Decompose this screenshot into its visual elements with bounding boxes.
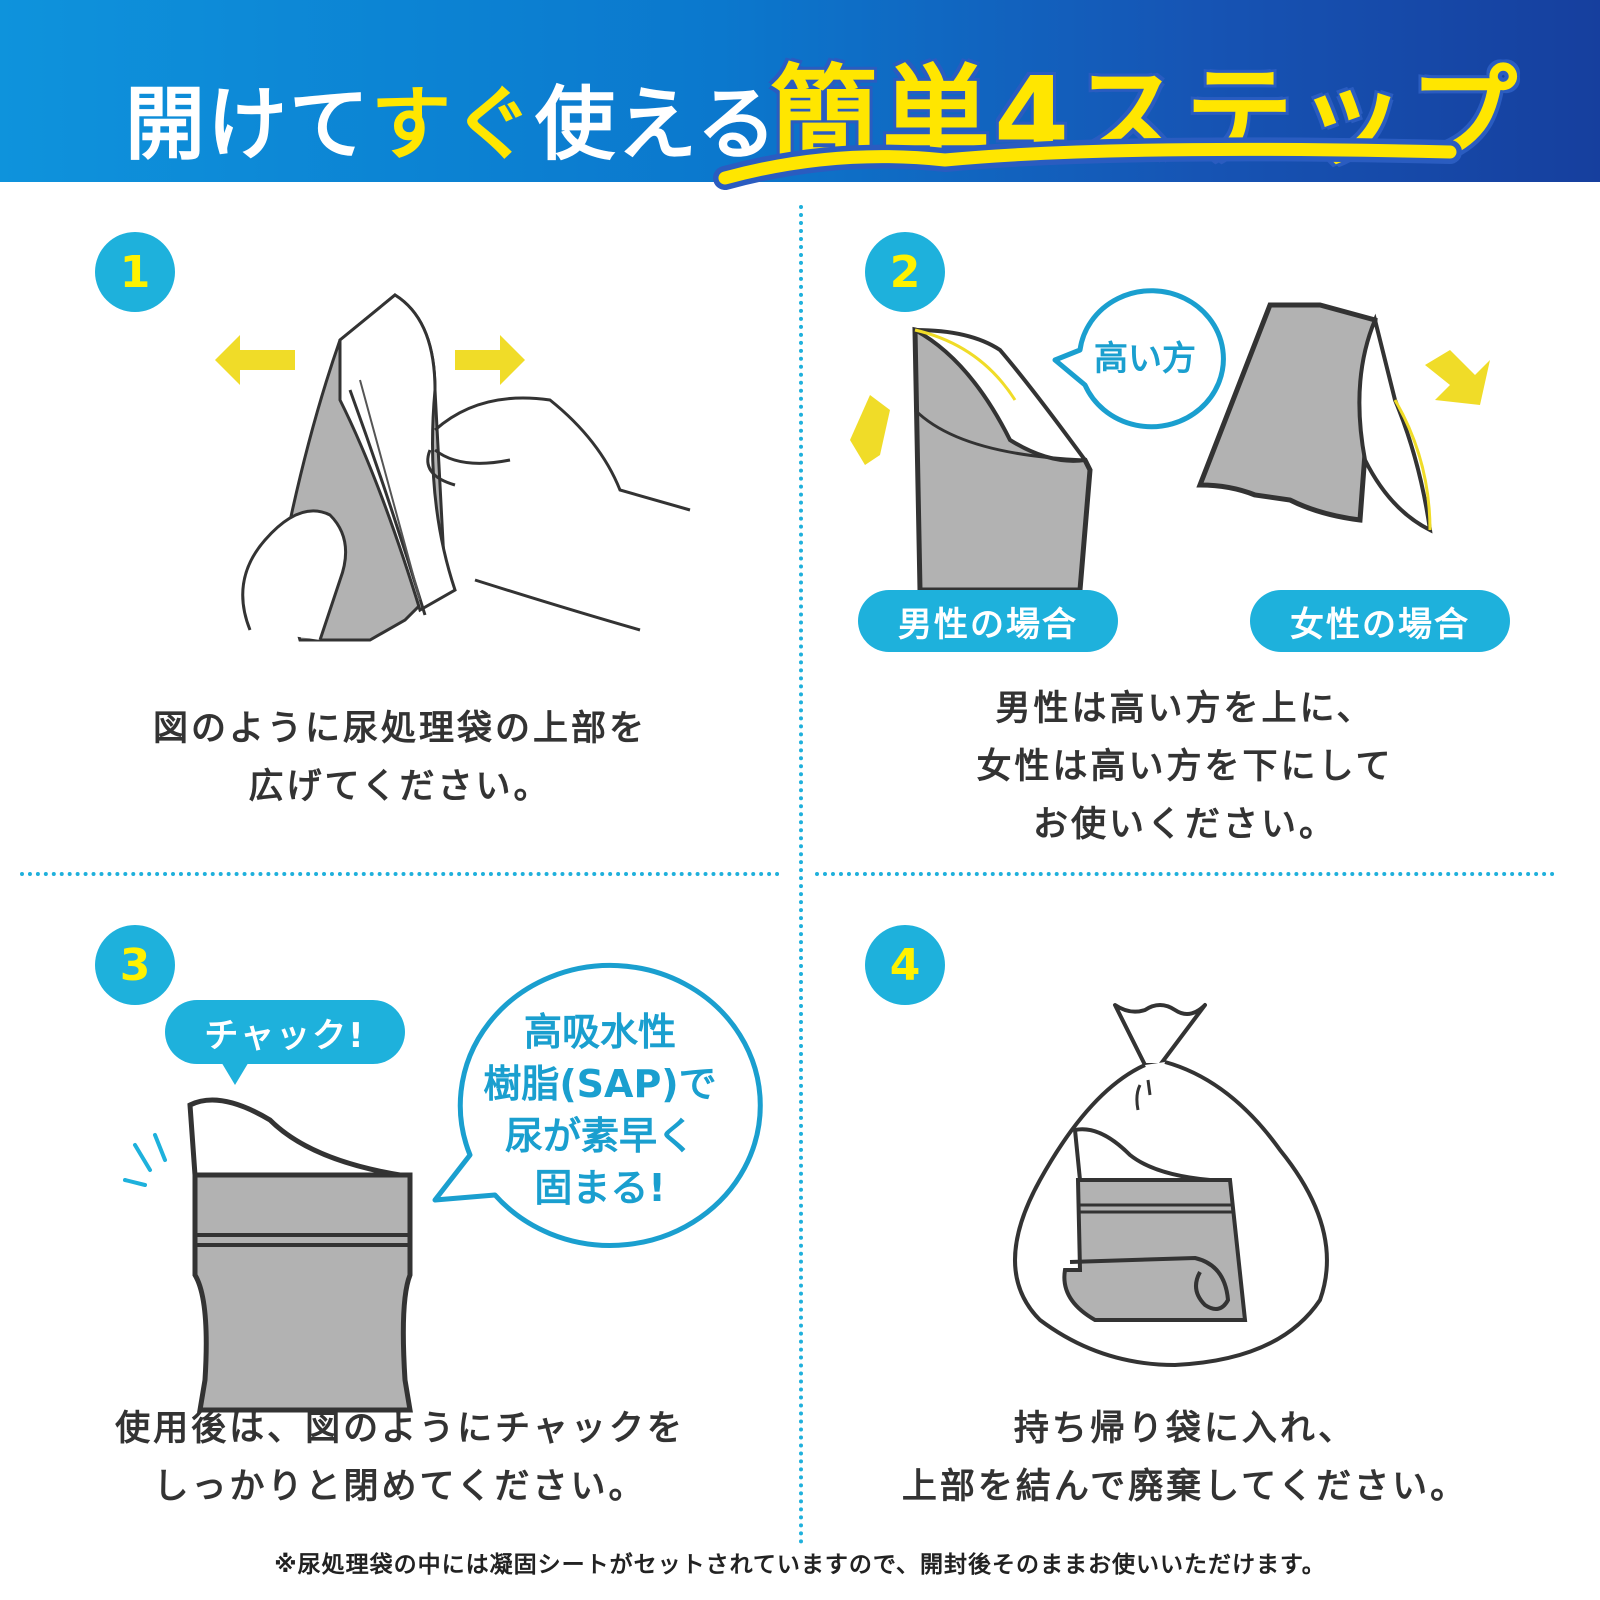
label-female: 女性の場合	[1250, 590, 1510, 652]
caption-line: 使用後は、図のようにチャックを	[115, 1409, 685, 1449]
caption-line: お使いください。	[1032, 805, 1337, 845]
caption-line: 持ち帰り袋に入れ、	[1013, 1409, 1357, 1449]
label-male: 男性の場合	[858, 590, 1118, 652]
step-4-caption: 持ち帰り袋に入れ、 上部を結んで廃棄してください。	[820, 1400, 1550, 1516]
caption-line: しっかりと閉めてください。	[153, 1467, 647, 1507]
step-3-number: 3	[95, 925, 175, 1005]
vertical-divider	[799, 205, 803, 1545]
step-2-caption: 男性は高い方を上に、 女性は高い方を下にして お使いください。	[820, 680, 1550, 854]
bubble-line: 樹脂(SAP)で	[483, 1062, 716, 1106]
horizontal-divider-right	[815, 872, 1555, 876]
step-2-number: 2	[865, 232, 945, 312]
step-1-number: 1	[95, 232, 175, 312]
zipper-speech-pill: チャック!	[165, 1000, 405, 1064]
step-3-caption: 使用後は、図のようにチャックを しっかりと閉めてください。	[40, 1400, 760, 1516]
footnote: ※尿処理袋の中には凝固シートがセットされていますので、開封後そのままお使いいただ…	[274, 1552, 1326, 1578]
bubble-line: 尿が素早く	[505, 1114, 695, 1158]
bag-orientation-icon	[850, 302, 1490, 593]
bubble-line: 高吸水性	[524, 1010, 676, 1054]
tied-disposal-bag-icon	[1013, 1003, 1329, 1368]
horizontal-divider-left	[20, 872, 780, 876]
caption-line: 図のように尿処理袋の上部を	[152, 709, 647, 749]
sap-info-bubble: 高吸水性 樹脂(SAP)で 尿が素早く 固まる!	[432, 962, 763, 1248]
speech-bubble-high-side: 高い方	[1052, 288, 1226, 430]
title-underline-icon	[713, 137, 1462, 190]
step-1-caption: 図のように尿処理袋の上部を 広げてください。	[60, 700, 740, 816]
title-lead: 開けてすぐ使える	[125, 60, 779, 176]
zipper-closed-bag-icon	[123, 1060, 413, 1413]
title-highlight: すぐ	[371, 78, 535, 171]
caption-line: 上部を結んで廃棄してください。	[901, 1467, 1469, 1507]
caption-line: 男性は高い方を上に、	[995, 689, 1375, 729]
title-part2: 使える	[535, 78, 779, 171]
caption-line: 広げてください。	[248, 767, 552, 807]
title-part1: 開けて	[125, 78, 371, 171]
bubble-text: 高い方	[1094, 339, 1196, 379]
bubble-line: 固まる!	[534, 1166, 665, 1210]
caption-line: 女性は高い方を下にして	[976, 747, 1394, 787]
header-banner: 開けてすぐ使える 簡単4ステップ	[0, 0, 1600, 190]
step-4-number: 4	[865, 925, 945, 1005]
hands-opening-bag-icon	[215, 293, 691, 642]
